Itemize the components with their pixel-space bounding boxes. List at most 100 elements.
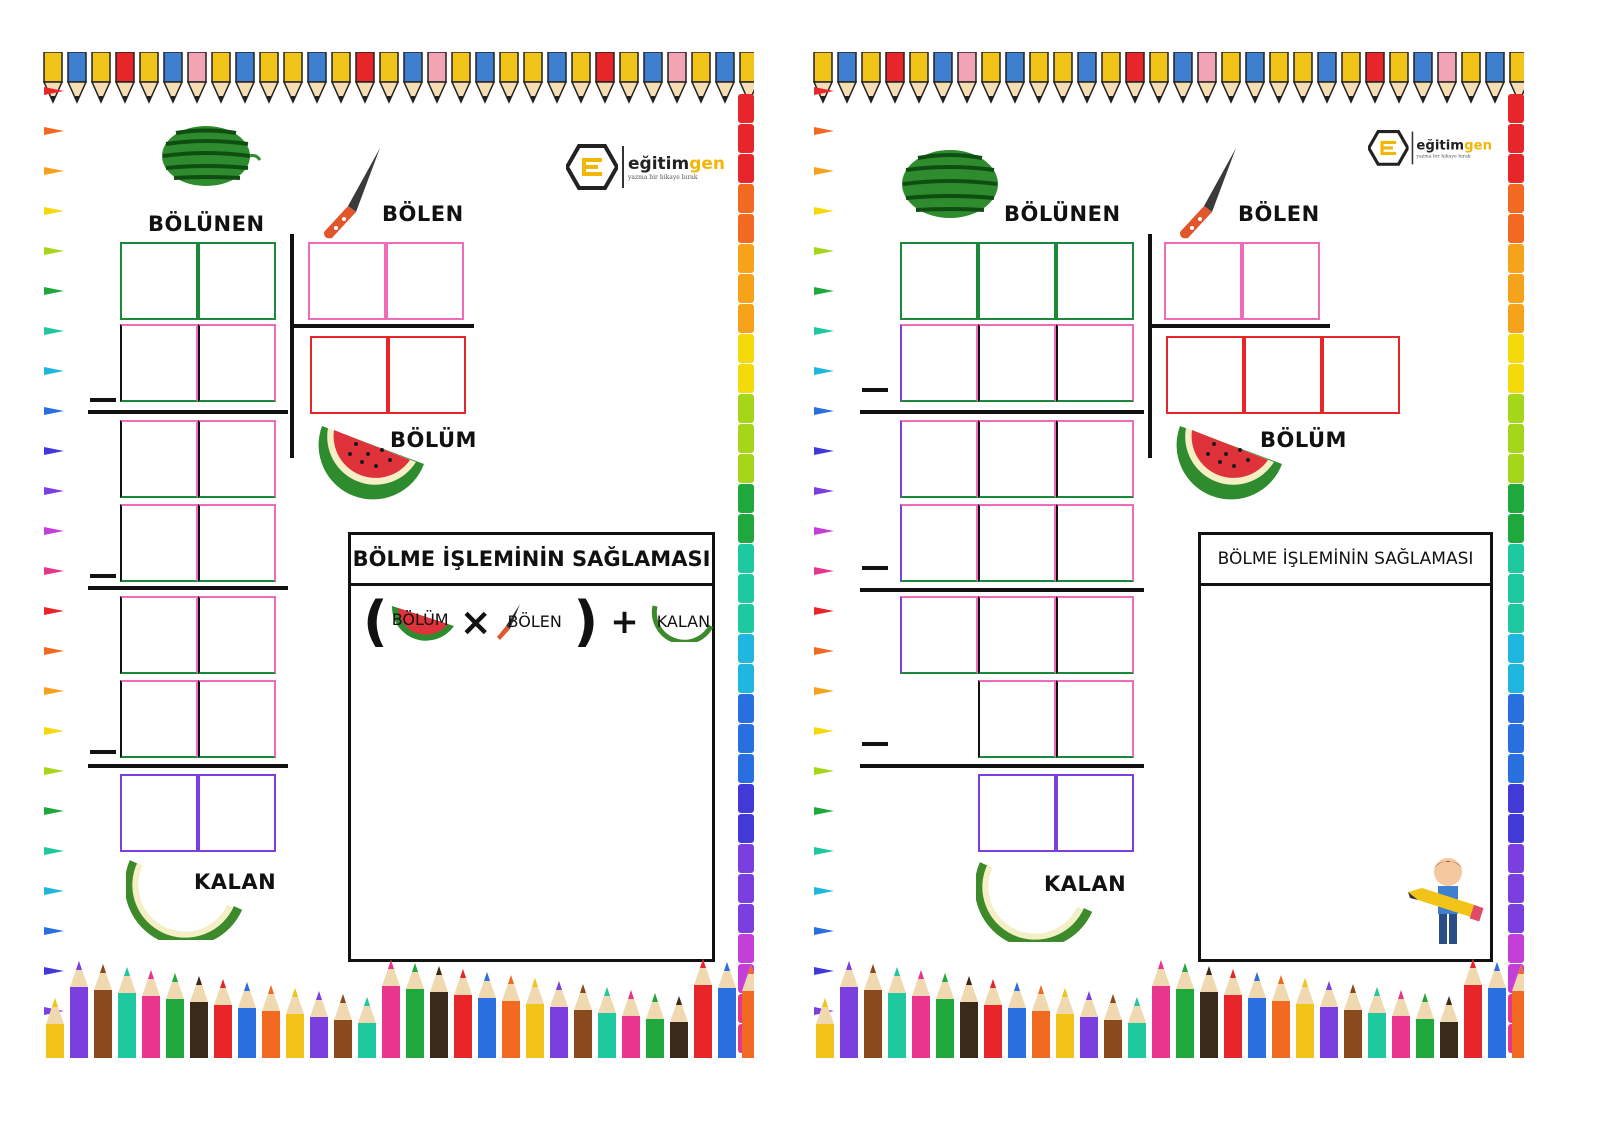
arrow-marker [44, 967, 64, 975]
knife-icon [496, 604, 520, 640]
pencil-border-bottom [46, 959, 754, 1058]
check-formula: ( BÖLÜM × BÖLEN ) + KALAN [363, 595, 721, 649]
difference-digit-box[interactable] [900, 420, 978, 498]
dividend-digit-box[interactable] [120, 242, 198, 320]
crayon-segment [738, 94, 754, 123]
dividend-digit-box[interactable] [900, 242, 978, 320]
quotient-digit-box[interactable] [1244, 336, 1322, 414]
check-title: BÖLME İŞLEMİNİN SAĞLAMASI [351, 535, 712, 586]
subtract-digit-box[interactable] [120, 680, 198, 758]
subtract-digit-box[interactable] [978, 324, 1056, 402]
pencil-bottom-item [70, 961, 88, 1058]
remainder-digit-box[interactable] [1056, 774, 1134, 852]
pencil-bottom-item [118, 967, 136, 1058]
pencil-top-item [306, 52, 328, 104]
difference-digit-box[interactable] [1056, 596, 1134, 674]
subtract-digit-box[interactable] [1056, 324, 1134, 402]
crayon-segment [738, 694, 754, 723]
difference-digit-box[interactable] [198, 420, 276, 498]
subtraction-line [860, 410, 1144, 414]
divisor-digit-box[interactable] [386, 242, 464, 320]
dividend-digit-box[interactable] [198, 242, 276, 320]
close-paren: ) [573, 590, 599, 653]
subtract-digit-box[interactable] [198, 680, 276, 758]
quotient-digit-box[interactable] [1322, 336, 1400, 414]
times-sign: × [459, 600, 492, 644]
pencil-bottom-item [1224, 969, 1242, 1058]
check-panel: BÖLME İŞLEMİNİN SAĞLAMASI ( BÖLÜM × BÖLE… [348, 532, 715, 962]
crayon-segment [1508, 814, 1524, 843]
remainder-digit-box[interactable] [120, 774, 198, 852]
arrow-marker [814, 167, 834, 175]
minus-sign [90, 750, 116, 754]
subtract-digit-box[interactable] [120, 504, 198, 582]
difference-digit-box[interactable] [978, 596, 1056, 674]
pencil-top-item [90, 52, 112, 104]
pencil-bottom-item [1152, 960, 1170, 1058]
pencil-bottom-item [1344, 984, 1362, 1058]
arrow-marker [814, 487, 834, 495]
crayon-segment [1508, 844, 1524, 873]
arrow-marker [814, 87, 834, 95]
divisor-digit-box[interactable] [1164, 242, 1242, 320]
pencil-top-item [1412, 52, 1434, 104]
subtract-digit-box[interactable] [1056, 680, 1134, 758]
crayon-segment [738, 844, 754, 873]
difference-digit-box[interactable] [1056, 420, 1134, 498]
hexagon-logo-icon [1368, 130, 1409, 166]
subtract-digit-box[interactable] [900, 504, 978, 582]
crayon-segment [1508, 424, 1524, 453]
crayon-segment [738, 304, 754, 333]
pencil-bottom-item [94, 964, 112, 1058]
arrow-marker [44, 487, 64, 495]
quotient-digit-box[interactable] [388, 336, 466, 414]
subtraction-line [860, 764, 1144, 768]
pencil-bottom-item [622, 990, 640, 1058]
pencil-top-item [908, 52, 930, 104]
crayon-segment [738, 934, 754, 963]
subtract-digit-box[interactable] [900, 324, 978, 402]
watermelon-icon [902, 150, 998, 218]
difference-digit-box[interactable] [120, 420, 198, 498]
pencil-bottom-item [1464, 959, 1482, 1058]
check-panel: BÖLME İŞLEMİNİN SAĞLAMASI [1198, 532, 1493, 962]
divisor-digit-box[interactable] [1242, 242, 1320, 320]
subtract-digit-box[interactable] [978, 680, 1056, 758]
difference-digit-box[interactable] [978, 420, 1056, 498]
crayon-segment [1508, 904, 1524, 933]
pencil-top-item [1388, 52, 1410, 104]
subtract-digit-box[interactable] [1056, 504, 1134, 582]
quotient-digit-box[interactable] [1166, 336, 1244, 414]
crayon-segment [738, 904, 754, 933]
difference-digit-box[interactable] [120, 596, 198, 674]
divisor-digit-box[interactable] [308, 242, 386, 320]
crayon-segment [1508, 664, 1524, 693]
crayon-segment [1508, 874, 1524, 903]
remainder-digit-box[interactable] [978, 774, 1056, 852]
pencil-border-top [812, 52, 1524, 104]
dividend-digit-box[interactable] [978, 242, 1056, 320]
arrow-marker [44, 767, 64, 775]
pencil-bottom-item [1176, 963, 1194, 1058]
crayon-segment [1508, 934, 1524, 963]
dividend-digit-box[interactable] [1056, 242, 1134, 320]
minus-sign [90, 398, 116, 402]
subtract-digit-box[interactable] [198, 504, 276, 582]
pencil-bottom-item [1416, 993, 1434, 1058]
crayon-segment [738, 424, 754, 453]
pencil-bottom-item [550, 981, 568, 1058]
crayon-segment [738, 874, 754, 903]
pencil-bottom-item [526, 978, 544, 1058]
difference-digit-box[interactable] [900, 596, 978, 674]
pencil-top-item [1148, 52, 1170, 104]
subtract-digit-box[interactable] [978, 504, 1056, 582]
difference-digit-box[interactable] [198, 596, 276, 674]
pencil-top-item [1436, 52, 1458, 104]
quotient-digit-box[interactable] [310, 336, 388, 414]
subtract-digit-box[interactable] [120, 324, 198, 402]
remainder-digit-box[interactable] [198, 774, 276, 852]
crayon-segment [1508, 634, 1524, 663]
subtract-digit-box[interactable] [198, 324, 276, 402]
pencil-top-item [450, 52, 472, 104]
pencil-top-item [594, 52, 616, 104]
